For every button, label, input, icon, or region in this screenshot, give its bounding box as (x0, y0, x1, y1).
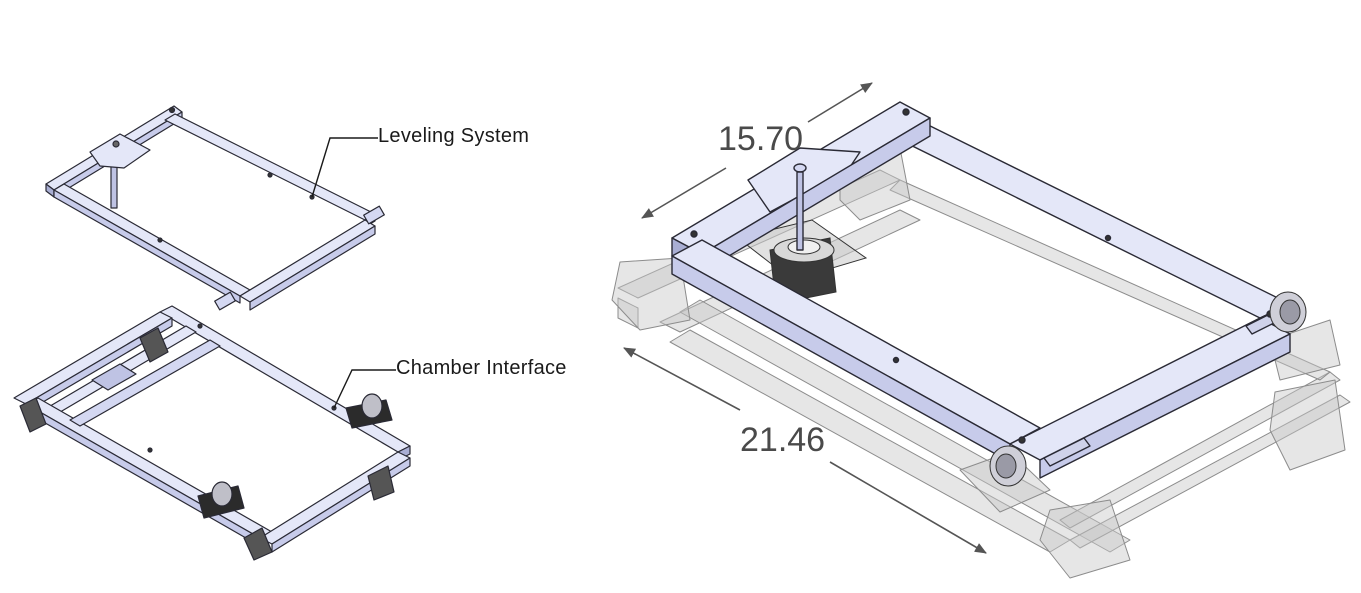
chamber-interface-model (13, 305, 411, 561)
width-dimension-value: 15.70 (718, 120, 804, 158)
leveling-system-model (45, 105, 385, 311)
chamber-interface-label: Chamber Interface (396, 357, 567, 379)
leveling-leader-line (311, 137, 378, 198)
dimension-lines (623, 82, 987, 554)
leveling-system-label: Leveling System (378, 125, 530, 147)
length-dim-arrow-left (623, 347, 741, 411)
length-dimension-value: 21.46 (740, 421, 826, 459)
chamber-leader-line (333, 369, 396, 409)
length-dim-arrow-right (829, 461, 987, 554)
width-dim-arrow-lower (641, 167, 727, 219)
width-dim-arrow-upper (807, 82, 873, 123)
bearing-left (989, 445, 1027, 487)
bearing-right (1269, 291, 1307, 333)
leveling-frame-3d (671, 101, 1291, 479)
